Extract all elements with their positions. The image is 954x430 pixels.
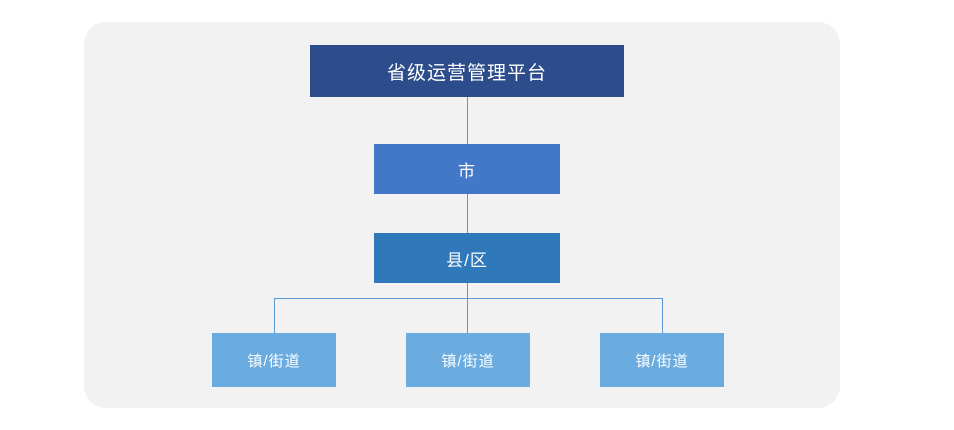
node-town-street-1[interactable]: 镇/街道 [212, 333, 336, 387]
node-town-street-3[interactable]: 镇/街道 [600, 333, 724, 387]
node-county-district[interactable]: 县/区 [374, 233, 560, 283]
node-city[interactable]: 市 [374, 144, 560, 194]
connector-level3-bus [467, 283, 468, 298]
connector-level1-level2 [467, 97, 468, 144]
connector-bus-child-2 [467, 298, 468, 333]
node-town-street-2[interactable]: 镇/街道 [406, 333, 530, 387]
connector-bus-child-3 [662, 298, 663, 333]
connector-level2-level3 [467, 194, 468, 233]
connector-horizontal-bus [274, 298, 662, 299]
connector-bus-child-1 [274, 298, 275, 333]
node-provincial-platform[interactable]: 省级运营管理平台 [310, 45, 624, 97]
